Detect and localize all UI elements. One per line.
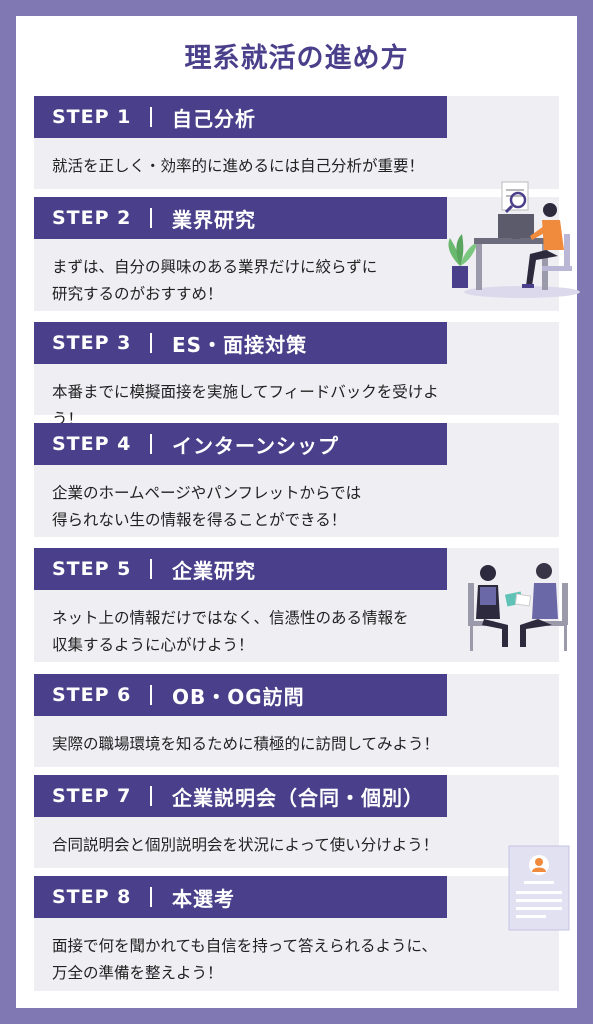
- step-header: STEP 3 ES・面接対策: [34, 322, 447, 364]
- step-description: 企業のホームページやパンフレットからでは 得られない生の情報を得ることができる！: [52, 484, 362, 529]
- step-description: まずは、自分の興味のある業界だけに絞らずに 研究するのがおすすめ！: [52, 258, 378, 303]
- step-3: STEP 3 ES・面接対策 本番までに模擬面接を実施してフィードバックを受けよ…: [34, 322, 559, 428]
- step-7: STEP 7 企業説明会（合同・個別） 合同説明会と個別説明会を状況によって使い…: [34, 775, 559, 868]
- step-6: STEP 6 OB・OG訪問 実際の職場環境を知るために積極的に訪問してみよう！: [34, 674, 559, 767]
- step-header: STEP 7 企業説明会（合同・個別）: [34, 775, 447, 817]
- step-divider: [150, 107, 152, 127]
- step-header: STEP 4 インターンシップ: [34, 423, 447, 465]
- step-header: STEP 5 企業研究: [34, 548, 447, 590]
- step-divider: [150, 434, 152, 454]
- profile-document-icon: [508, 845, 570, 931]
- step-header: STEP 2 業界研究: [34, 197, 447, 239]
- step-title: インターンシップ: [172, 433, 339, 458]
- step-number: STEP 6: [52, 684, 132, 706]
- desk-worker-icon: [448, 181, 580, 298]
- step-divider: [150, 887, 152, 907]
- step-description: 就活を正しく・効率的に進めるには自己分析が重要！: [52, 157, 425, 175]
- step-title: 本選考: [172, 886, 235, 911]
- step-number: STEP 7: [52, 785, 132, 807]
- step-title: 企業研究: [172, 558, 256, 583]
- step-description: 合同説明会と個別説明会を状況によって使い分けよう！: [52, 836, 439, 854]
- step-title: ES・面接対策: [172, 332, 308, 357]
- step-description: ネット上の情報だけではなく、信憑性のある情報を 収集するように心がけよう！: [52, 609, 409, 654]
- step-divider: [150, 685, 152, 705]
- step-number: STEP 4: [52, 433, 132, 455]
- step-1: STEP 1 自己分析 就活を正しく・効率的に進めるには自己分析が重要！: [34, 96, 559, 189]
- step-number: STEP 5: [52, 558, 132, 580]
- step-number: STEP 3: [52, 332, 132, 354]
- step-number: STEP 8: [52, 886, 132, 908]
- step-4: STEP 4 インターンシップ 企業のホームページやパンフレットからでは 得られ…: [34, 423, 559, 537]
- step-description: 面接で何を聞かれても自信を持って答えられるように、 万全の準備を整えよう！: [52, 937, 438, 982]
- step-title: 自己分析: [172, 106, 256, 131]
- step-header: STEP 1 自己分析: [34, 96, 447, 138]
- step-header: STEP 6 OB・OG訪問: [34, 674, 447, 716]
- step-description: 実際の職場環境を知るために積極的に訪問してみよう！: [52, 735, 440, 753]
- step-8: STEP 8 本選考 面接で何を聞かれても自信を持って答えられるように、 万全の…: [34, 876, 559, 991]
- step-title: 業界研究: [172, 207, 256, 232]
- step-number: STEP 1: [52, 106, 132, 128]
- step-header: STEP 8 本選考: [34, 876, 447, 918]
- step-divider: [150, 786, 152, 806]
- step-number: STEP 2: [52, 207, 132, 229]
- step-title: OB・OG訪問: [172, 684, 305, 709]
- step-divider: [150, 333, 152, 353]
- step-divider: [150, 559, 152, 579]
- meeting-people-icon: [468, 563, 568, 651]
- page-title: 理系就活の進め方: [184, 43, 409, 74]
- step-divider: [150, 208, 152, 228]
- step-title: 企業説明会（合同・個別）: [172, 785, 424, 810]
